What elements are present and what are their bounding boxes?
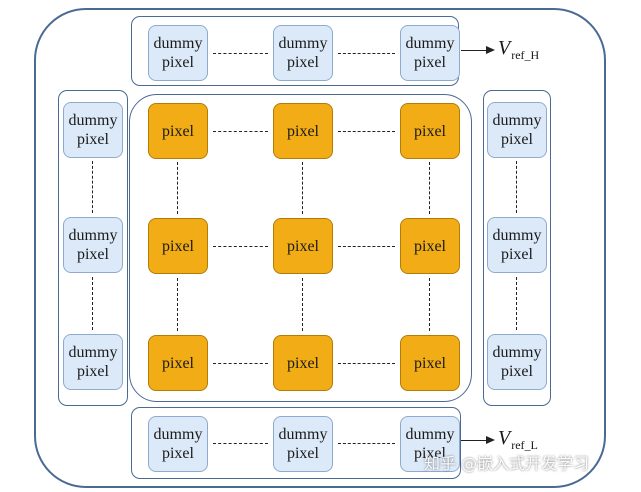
vref-low-symbol: V — [498, 427, 511, 449]
vref-low-arrow-line — [461, 440, 487, 441]
active-pixel: pixel — [148, 218, 208, 274]
active-pixel: pixel — [273, 103, 333, 159]
dashed-connector — [213, 246, 268, 247]
left-dummy-column-group — [58, 90, 128, 406]
watermark-text: 知乎 @嵌入式开发学习 — [424, 454, 590, 473]
active-pixel: pixel — [400, 335, 460, 391]
active-pixel-array-group — [129, 94, 472, 402]
vref-high-arrowhead — [486, 46, 495, 54]
dashed-connector — [338, 131, 395, 132]
dashed-connector — [213, 443, 268, 444]
bottom-dummy-row-group — [131, 407, 461, 479]
active-pixel: pixel — [400, 103, 460, 159]
dashed-connector — [213, 363, 268, 364]
dashed-connector — [429, 162, 430, 214]
dashed-connector — [213, 53, 268, 54]
dashed-connector — [92, 277, 93, 330]
dashed-connector — [213, 131, 268, 132]
active-pixel: pixel — [273, 335, 333, 391]
dashed-connector — [177, 162, 178, 214]
dashed-connector — [302, 278, 303, 331]
dashed-connector — [302, 162, 303, 214]
vref-high-label: Vref_H — [498, 37, 539, 63]
right-dummy-column-group — [483, 90, 551, 406]
active-pixel: pixel — [273, 218, 333, 274]
dashed-connector — [429, 278, 430, 331]
active-pixel: pixel — [148, 103, 208, 159]
outer-boundary — [34, 8, 606, 488]
vref-high-subscript: ref_H — [511, 48, 540, 62]
dashed-connector — [338, 53, 395, 54]
dashed-connector — [177, 278, 178, 331]
vref-low-subscript: ref_L — [511, 438, 538, 452]
vref-low-label: Vref_L — [498, 427, 538, 453]
vref-high-symbol: V — [498, 37, 511, 59]
dashed-connector — [338, 363, 395, 364]
vref-low-arrowhead — [486, 436, 495, 444]
dashed-connector — [516, 161, 517, 213]
dashed-connector — [92, 161, 93, 213]
active-pixel: pixel — [400, 218, 460, 274]
vref-high-arrow-line — [461, 50, 487, 51]
active-pixel: pixel — [148, 335, 208, 391]
dashed-connector — [338, 246, 395, 247]
dashed-connector — [516, 277, 517, 330]
dashed-connector — [338, 443, 395, 444]
